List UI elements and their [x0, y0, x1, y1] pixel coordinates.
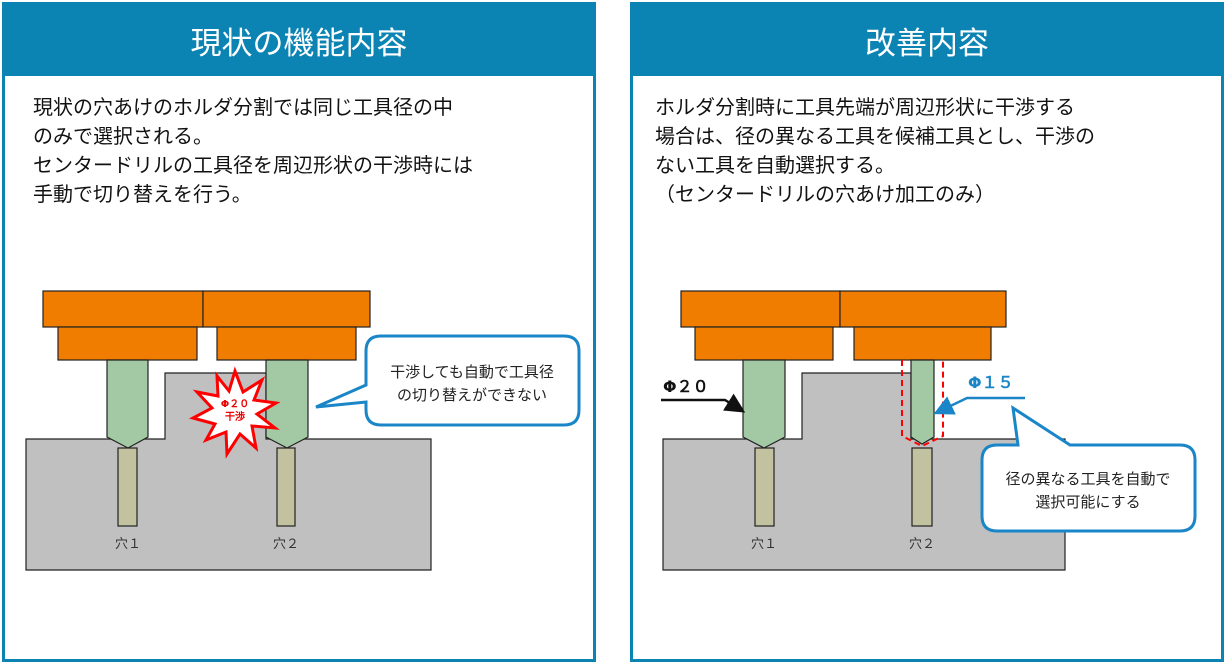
hole-2-label: 穴２	[273, 537, 299, 552]
interference-burst	[188, 366, 281, 459]
burst-text: Φ２０	[221, 398, 250, 410]
burst-text: 干渉	[225, 410, 245, 423]
description: ホルダ分割時に工具先端が周辺形状に干渉する 場合は、径の異なる工具を候補工具とし…	[655, 95, 1095, 206]
tool-label-phi15: Φ１５	[968, 373, 1014, 392]
hole-2-label: 穴２	[909, 537, 935, 552]
hole-1-label: 穴１	[751, 537, 777, 552]
callout-text: の切り替えができない	[397, 386, 547, 404]
center-drill-phi20	[742, 359, 786, 449]
original-tool-outline	[901, 360, 944, 448]
center-drill-1	[106, 359, 149, 449]
panel-title: 改善内容	[633, 5, 1221, 76]
callout-bubble	[980, 404, 1197, 533]
holder	[839, 290, 1007, 328]
hole-1	[117, 447, 138, 527]
right-diagram	[662, 290, 1066, 571]
hole-1-label: 穴１	[115, 537, 141, 552]
left-diagram	[25, 290, 432, 571]
holder	[57, 326, 198, 361]
hole-1	[754, 447, 775, 527]
callout-bubble	[315, 334, 581, 427]
holder	[216, 326, 357, 361]
arrow-phi20	[661, 393, 746, 413]
arrow-phi15	[933, 396, 1025, 415]
callout-text: 選択可能にする	[1035, 493, 1140, 511]
hole-2	[276, 447, 296, 527]
tool-label-phi20: Φ２０	[663, 377, 709, 396]
holder	[680, 290, 841, 328]
center-drill-phi15	[910, 359, 935, 445]
hole-2	[911, 447, 933, 527]
holder	[42, 290, 204, 328]
panel-title: 現状の機能内容	[5, 5, 593, 76]
holder	[694, 326, 834, 361]
holder	[853, 326, 992, 361]
callout-text: 径の異なる工具を自動で	[1005, 470, 1170, 488]
holder	[202, 290, 371, 328]
description: 現状の穴あけのホルダ分割では同じ工具径の中 のみで選択される。 センタードリルの…	[33, 95, 473, 206]
callout-text: 干渉しても自動で工具径	[390, 363, 554, 381]
